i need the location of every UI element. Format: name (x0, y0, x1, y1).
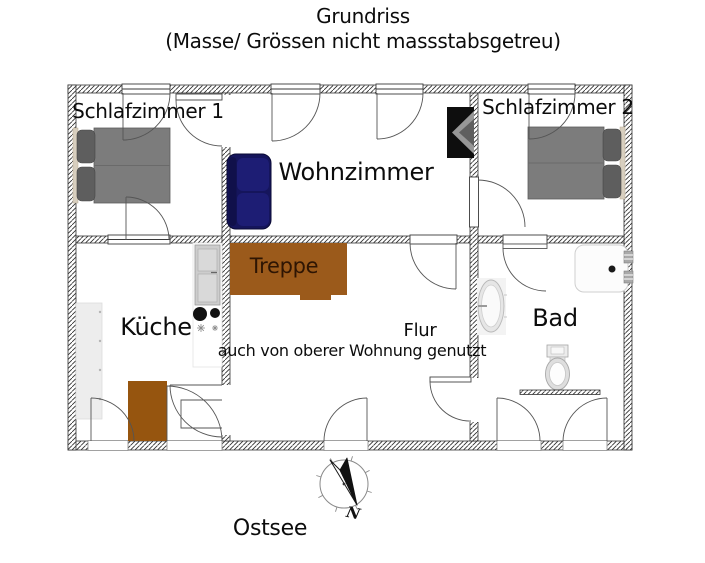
wall-openings (87, 83, 608, 451)
room-label-kueche: Küche (120, 313, 192, 341)
room-label-flur: Flur (403, 320, 437, 341)
room-label-wohnzimmer: Wohnzimmer (278, 158, 434, 186)
caption-ostsee: Ostsee (232, 516, 308, 541)
page-subtitle: (Masse/ Grössen nicht massstabsgetreu) (165, 29, 561, 53)
room-label-bad: Bad (532, 304, 578, 332)
tv-icon (447, 107, 474, 158)
toilet-partition (519, 389, 601, 395)
doors-and-windows (90, 92, 608, 442)
kitchen-unit (192, 242, 223, 368)
compass-icon: N (316, 456, 372, 524)
room-label-schlafzimmer2: Schlafzimmer 2 (482, 95, 634, 119)
kitchen-brown-block (128, 381, 167, 441)
bed-schlafzimmer1-icon (72, 127, 171, 204)
sofa-icon (226, 153, 272, 230)
room-label-schlafzimmer1: Schlafzimmer 1 (72, 99, 224, 123)
stairs (230, 243, 347, 300)
bed-schlafzimmer2-icon (527, 126, 626, 200)
room-note-flur: auch von oberer Wohnung genutzt (217, 341, 487, 360)
room-label-treppe: Treppe (249, 254, 319, 278)
sink-icon (477, 278, 507, 335)
shower-icon (574, 244, 634, 293)
toilet-icon (545, 344, 570, 391)
compass-north-label: N (344, 503, 363, 524)
kitchen-counter (75, 302, 103, 420)
page-title: Grundriss (316, 4, 410, 28)
